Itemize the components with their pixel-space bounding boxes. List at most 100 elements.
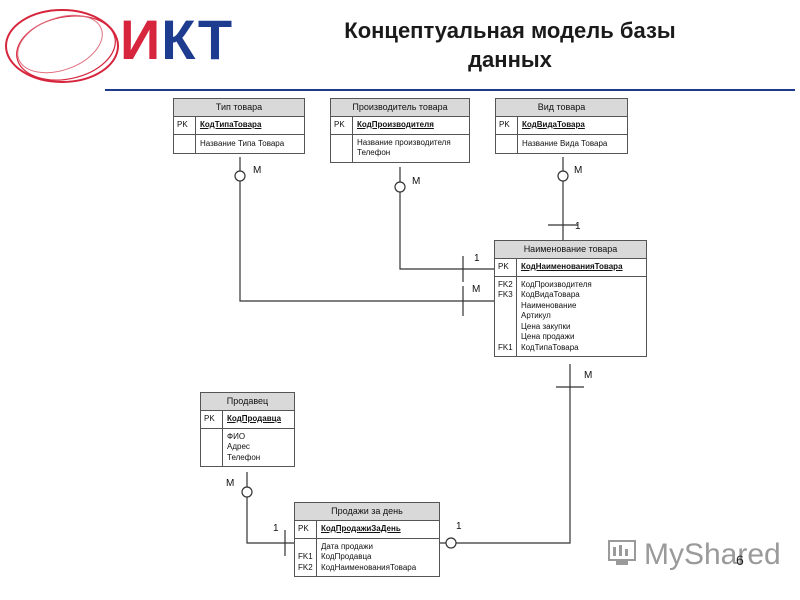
entity-attr-column: КодПродавца — [223, 411, 294, 428]
link-naim-prodazhi — [440, 364, 571, 544]
crow-circle-vid — [557, 170, 569, 182]
entity-key: FK2 — [498, 279, 513, 289]
entity-attr: Телефон — [227, 452, 261, 462]
entity-attr-row: FK2FK3​​​​FK1КодПроизводителяКодВидаТова… — [495, 276, 646, 357]
logo-letters-blue: КТ — [161, 8, 234, 71]
entity-attr: Название Типа Товара — [200, 138, 285, 148]
entity-key: PK — [498, 262, 509, 271]
entity-title: Тип товара — [174, 99, 304, 117]
entity-title: Наименование товара — [495, 241, 646, 259]
entity-pk-attr: КодВидаТовара — [522, 120, 585, 129]
crow-circle-proizv — [394, 181, 406, 193]
card-vid-many: М — [574, 165, 583, 176]
entity-attr: КодТипаТовара — [521, 342, 579, 352]
entity-key: FK1 — [298, 552, 313, 561]
entity-key-column: PK — [495, 259, 517, 276]
entity-attr-column: Название Типа Товара — [196, 135, 304, 154]
entity-pk-attr: КодПродавца — [227, 414, 282, 423]
card-proizv-one: 1 — [474, 253, 480, 264]
entity-title: Продавец — [201, 393, 294, 411]
card-tip-many: М — [253, 165, 262, 176]
entity-key: ​ — [204, 442, 222, 453]
entity-key: FK2 — [298, 562, 313, 572]
entity-attr: Цена продажи — [521, 332, 575, 341]
logo: ИКТ — [120, 8, 233, 72]
entity-attr: Артикул — [521, 311, 551, 320]
entity-pk-attr: КодНаименованияТовара — [521, 262, 623, 271]
entity-key: ​ — [334, 148, 352, 159]
entity-attr: КодВидаТовара — [521, 290, 580, 299]
entity-key: ​ — [498, 301, 516, 312]
entity-attr-column: КодНаименованияТовара — [517, 259, 646, 276]
entity-attr: Адрес — [227, 442, 250, 451]
entity-attr-row: ​ Название Вида Товара — [496, 134, 627, 154]
entity-key-column: PK — [331, 117, 353, 134]
entity-key: ​ — [204, 453, 222, 464]
crow-circle-tip — [234, 170, 246, 182]
logo-swoosh-icon — [5, 9, 119, 83]
entity-pk-attr: КодПродажиЗаДень — [321, 524, 401, 533]
entity-pk-row: PK КодНаименованияТовара — [495, 259, 646, 277]
entity-key: FK3 — [498, 290, 513, 299]
watermark-icon — [608, 540, 636, 565]
entity-key-column: ​ — [496, 134, 518, 153]
card-naim-many: М — [584, 370, 593, 381]
entity-pk-row: PK КодПродавца — [201, 411, 294, 429]
watermark-text: MyShared — [644, 538, 781, 571]
entity-attr: Наименование — [521, 300, 577, 310]
entity-key-column: PK — [201, 411, 223, 428]
entity-attr: КодНаименованияТовара — [321, 562, 417, 572]
entity-pk-row: PK КодВидаТовара — [496, 117, 627, 135]
entity-key: PK — [298, 524, 309, 533]
entity-key: PK — [204, 414, 215, 423]
entity-pk-row: PK КодПроизводителя — [331, 117, 469, 135]
entity-key-column: PK — [295, 521, 317, 538]
entity-pk-attr: КодПроизводителя — [357, 120, 434, 129]
card-prodavec-one: 1 — [273, 523, 279, 534]
entity-attr-column: КодПродажиЗаДень — [317, 521, 439, 538]
page-number: 6 — [736, 552, 744, 568]
entity-key: PK — [177, 120, 188, 129]
entity-attr: КодПроизводителя — [521, 279, 592, 289]
link-prodavec-prodazhi — [246, 472, 294, 544]
crow-circle-prodazhi — [445, 537, 457, 549]
entity-title: Продажи за день — [295, 503, 439, 521]
entity-attr-row: ​ Название Типа Товара — [174, 134, 304, 154]
entity-key: ​ — [498, 322, 516, 333]
entity-attr: Телефон — [357, 148, 391, 157]
entity-attr-column: КодПроизводителя — [353, 117, 469, 134]
entity-pk-row: PK КодПродажиЗаДень — [295, 521, 439, 539]
entity-title: Производитель товара — [331, 99, 469, 117]
entity-attr: Название Вида Товара — [522, 138, 608, 148]
entity-attr-column: Название Вида Товара — [518, 135, 627, 154]
entity-attr: Название производителя — [357, 137, 451, 147]
entity-key: PK — [334, 120, 345, 129]
entity-key: ​ — [177, 138, 195, 149]
card-prodavec-many: М — [226, 478, 235, 489]
entity-key: ​ — [498, 311, 516, 322]
entity-key-column: PK — [496, 117, 518, 134]
header-divider — [105, 89, 795, 91]
crow-circle-prodavec — [241, 486, 253, 498]
entity-key: ​ — [499, 138, 517, 149]
link-tip-naim — [239, 157, 494, 302]
entity-attr-column: КодВидаТовара — [518, 117, 627, 134]
entity-key: FK1 — [498, 342, 513, 352]
entity-key-column: ​​ — [331, 134, 353, 162]
entity-attr: Дата продажи — [321, 541, 373, 551]
